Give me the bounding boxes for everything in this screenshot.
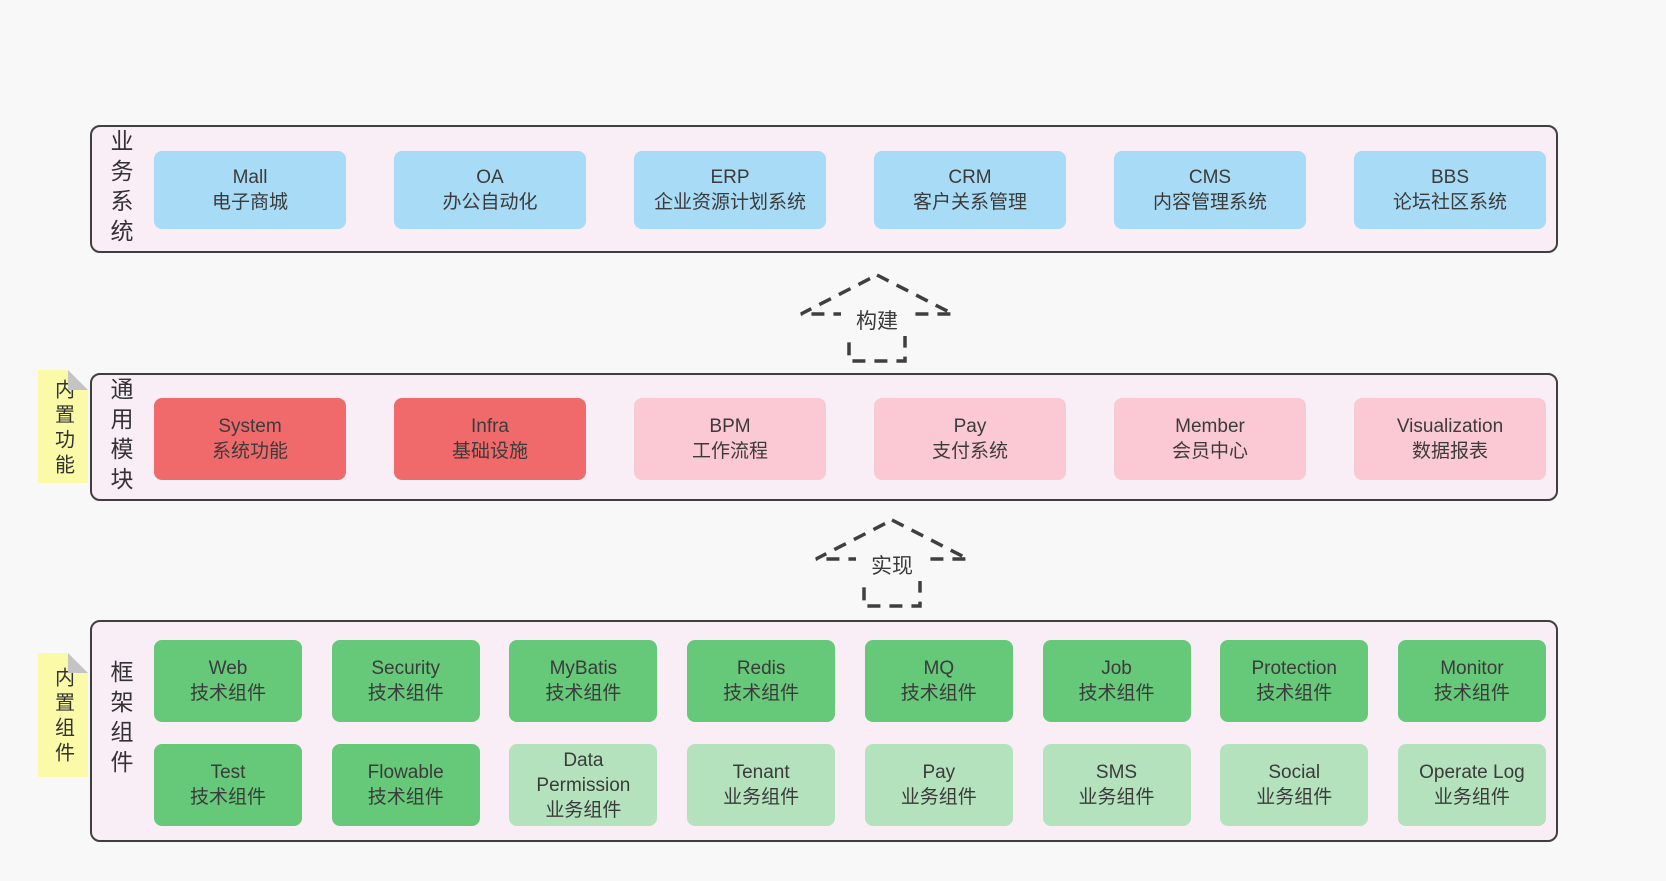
- box-subtitle: 业务组件: [900, 787, 977, 808]
- box-subtitle: 业务组件: [1433, 787, 1510, 808]
- box-bbs: BBS 论坛社区系统: [1354, 151, 1546, 229]
- box-test: Test 技术组件: [154, 744, 302, 826]
- box-title: Member: [1175, 416, 1245, 437]
- implement-arrow-icon: 实现: [815, 518, 969, 608]
- box-subtitle: 业务组件: [1256, 787, 1333, 808]
- box-subtitle: 工作流程: [691, 441, 768, 462]
- box-flowable: Flowable 技术组件: [331, 744, 480, 826]
- box-title: Social: [1268, 762, 1321, 783]
- box-subtitle: 业务组件: [545, 799, 622, 821]
- box-title: Security: [371, 658, 441, 679]
- box-infra: Infra 基础设施: [394, 398, 586, 480]
- box-oa: OA 办公自动化: [394, 151, 586, 229]
- box-subtitle: 电子商城: [211, 192, 288, 213]
- box-subtitle: 技术组件: [545, 683, 622, 704]
- box-data-permission: Data Permission 业务组件: [509, 744, 658, 826]
- box-subtitle: 技术组件: [189, 683, 266, 704]
- box-title: Visualization: [1396, 416, 1504, 437]
- sticky-note-label: 内置功能: [51, 378, 74, 479]
- box-title: Infra: [470, 416, 510, 437]
- box-title: Flowable: [367, 762, 444, 783]
- box-tenant: Tenant 业务组件: [687, 744, 836, 826]
- box-system: System 系统功能: [154, 398, 346, 480]
- box-title: Protection: [1251, 658, 1337, 679]
- box-title: Web: [208, 658, 248, 679]
- panel-framework-components: 框架组件 Web 技术组件 Security 技术组件 MyBatis 技术组件…: [90, 620, 1558, 842]
- box-sms: SMS 业务组件: [1042, 744, 1191, 826]
- box-title: Data Permission: [536, 749, 631, 796]
- implement-arrow-label: 实现: [871, 555, 913, 578]
- box-subtitle: 技术组件: [367, 787, 444, 808]
- box-bpm: BPM 工作流程: [634, 398, 826, 480]
- box-subtitle: 企业资源计划系统: [653, 192, 806, 213]
- box-subtitle: 基础设施: [451, 441, 528, 462]
- box-redis: Redis 技术组件: [687, 640, 836, 722]
- box-monitor: Monitor 技术组件: [1397, 640, 1546, 722]
- box-title: System: [218, 416, 282, 437]
- box-subtitle: 技术组件: [1256, 683, 1333, 704]
- box-title: BBS: [1430, 167, 1470, 188]
- box-title: CMS: [1188, 167, 1232, 188]
- box-subtitle: 技术组件: [1433, 683, 1510, 704]
- box-cms: CMS 内容管理系统: [1114, 151, 1306, 229]
- box-job: Job 技术组件: [1042, 640, 1191, 722]
- box-title: Monitor: [1440, 658, 1504, 679]
- box-title: Mall: [232, 167, 268, 188]
- box-subtitle: 技术组件: [900, 683, 977, 704]
- box-mq: MQ 技术组件: [864, 640, 1013, 722]
- box-subtitle: 业务组件: [1078, 787, 1155, 808]
- box-subtitle: 技术组件: [723, 683, 800, 704]
- box-title: ERP: [710, 167, 750, 188]
- box-title: MyBatis: [549, 658, 618, 679]
- box-subtitle: 会员中心: [1171, 441, 1248, 462]
- panel-common-modules: 通用模块 System 系统功能 Infra 基础设施 BPM 工作流程 Pay…: [90, 373, 1558, 501]
- box-subtitle: 内容管理系统: [1152, 192, 1267, 213]
- box-erp: ERP 企业资源计划系统: [634, 151, 826, 229]
- box-title: Job: [1101, 658, 1132, 679]
- box-title: Redis: [736, 658, 786, 679]
- panel-label-business-systems: 业务系统: [107, 129, 133, 249]
- box-title: Pay: [922, 762, 956, 783]
- box-title: Pay: [953, 416, 987, 437]
- sticky-note-builtin-components: 内置组件: [38, 653, 88, 777]
- box-subtitle: 技术组件: [367, 683, 444, 704]
- box-security: Security 技术组件: [331, 640, 480, 722]
- panel-label-common-modules: 通用模块: [107, 377, 133, 497]
- box-pay-component: Pay 业务组件: [864, 744, 1013, 826]
- box-title: SMS: [1095, 762, 1138, 783]
- box-subtitle: 技术组件: [189, 787, 266, 808]
- box-subtitle: 业务组件: [723, 787, 800, 808]
- box-visualization: Visualization 数据报表: [1354, 398, 1546, 480]
- box-subtitle: 数据报表: [1411, 441, 1488, 462]
- box-crm: CRM 客户关系管理: [874, 151, 1066, 229]
- build-arrow-icon: 构建: [800, 273, 954, 363]
- build-arrow-label: 构建: [856, 310, 898, 333]
- box-web: Web 技术组件: [154, 640, 302, 722]
- box-subtitle: 技术组件: [1078, 683, 1155, 704]
- box-mall: Mall 电子商城: [154, 151, 346, 229]
- box-protection: Protection 技术组件: [1220, 640, 1369, 722]
- box-subtitle: 客户关系管理: [912, 192, 1027, 213]
- panel-label-framework-components: 框架组件: [107, 660, 133, 781]
- box-title: BPM: [709, 416, 751, 437]
- sticky-note-builtin-features: 内置功能: [38, 370, 88, 483]
- box-mybatis: MyBatis 技术组件: [509, 640, 658, 722]
- box-subtitle: 支付系统: [931, 441, 1008, 462]
- box-title: OA: [476, 167, 504, 188]
- box-pay-module: Pay 支付系统: [874, 398, 1066, 480]
- box-title: Tenant: [732, 762, 790, 783]
- panel-business-systems: 业务系统 Mall 电子商城 OA 办公自动化 ERP 企业资源计划系统 CRM…: [90, 125, 1558, 253]
- box-subtitle: 办公自动化: [442, 192, 538, 213]
- box-title: CRM: [948, 167, 992, 188]
- box-operate-log: Operate Log 业务组件: [1397, 744, 1546, 826]
- box-social: Social 业务组件: [1220, 744, 1369, 826]
- sticky-note-label: 内置组件: [51, 667, 74, 768]
- box-subtitle: 系统功能: [211, 441, 288, 462]
- box-title: Test: [210, 762, 246, 783]
- box-member: Member 会员中心: [1114, 398, 1306, 480]
- box-title: Operate Log: [1419, 762, 1525, 783]
- box-subtitle: 论坛社区系统: [1392, 192, 1507, 213]
- box-title: MQ: [923, 658, 955, 679]
